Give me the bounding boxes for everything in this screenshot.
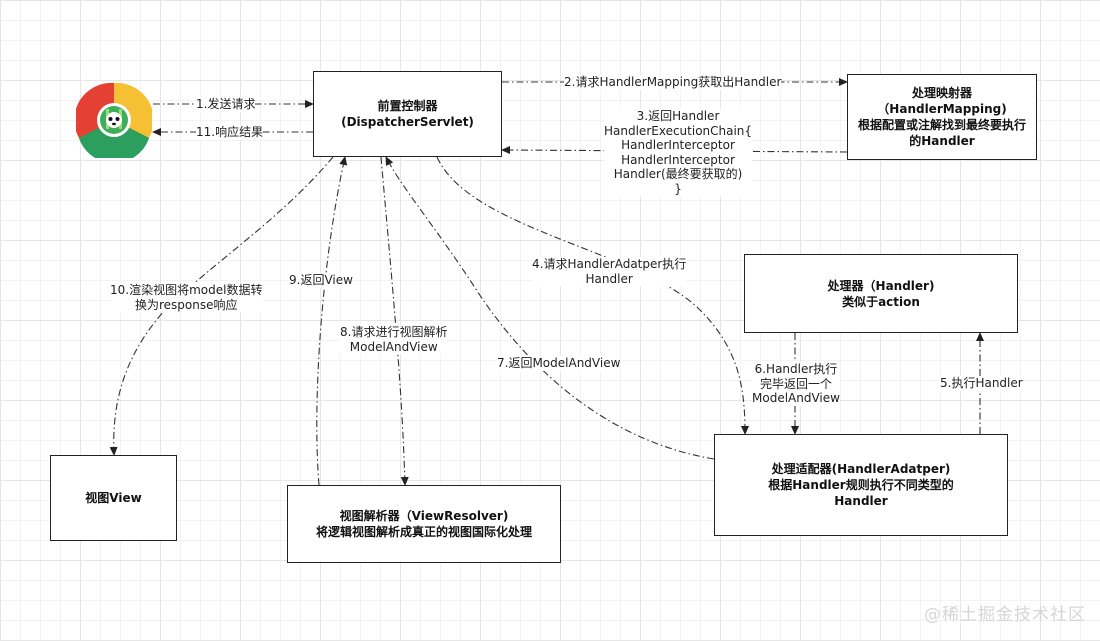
handler-mapping-line-4: 的Handler (909, 134, 975, 148)
edge-6-label: 6.Handler执行 完毕返回一个 ModelAndView (752, 362, 840, 406)
edge-4-line-1: 4.请求HandlerAdatper执行 (532, 257, 687, 271)
edge-3-line-5: Handler(最终要获取的) (613, 167, 743, 181)
view-box: 视图View (50, 455, 177, 541)
view-title: 视图View (85, 491, 142, 505)
edge-8-line-1: 8.请求进行视图解析 (340, 325, 448, 339)
handler-mapping-box: 处理映射器 （HandlerMapping) 根据配置或注解找到最终要执行 的H… (847, 74, 1037, 160)
edge-3-label: 3.返回Handler HandlerExecutionChain{ Handl… (604, 109, 753, 196)
edge-1-label: 1.发送请求 (196, 97, 256, 112)
handler-box: 处理器（Handler) 类似于action (744, 254, 1018, 333)
view-resolver-box: 视图解析器（ViewResolver) 将逻辑视图解析成真正的视图国际化处理 (287, 485, 561, 563)
edge-3-line-2: HandlerExecutionChain{ (604, 123, 753, 138)
edge-3-line-4: HandlerInterceptor (621, 152, 735, 167)
edge-11-label: 11.响应结果 (196, 125, 264, 140)
edge-8-line-2: ModelAndView (349, 339, 438, 354)
edge-8-label: 8.请求进行视图解析 ModelAndView (340, 325, 448, 354)
edge-8-request-view-resolve (380, 156, 409, 486)
edge-3-line-3: HandlerInterceptor (621, 138, 735, 152)
edge-4-request-adapter (436, 156, 749, 435)
handler-mapping-line-1: 处理映射器 (911, 86, 972, 100)
watermark: @稀土掘金技术社区 (924, 605, 1086, 625)
edge-4-label: 4.请求HandlerAdatper执行 Handler (532, 257, 687, 286)
edge-7-return-modelandview (385, 156, 715, 460)
view-resolver-line-1: 视图解析器（ViewResolver) (339, 509, 509, 523)
edge-6-line-2: 完毕返回一个 (759, 376, 832, 391)
dispatcher-title: 前置控制器 (377, 99, 438, 113)
edge-10-line-1: 10.渲染视图将model数据转 (110, 283, 263, 297)
handler-adapter-line-3: Handler (834, 494, 888, 508)
edge-10-label: 10.渲染视图将model数据转 换为response响应 (110, 283, 263, 312)
dispatcher-servlet-box: 前置控制器 (DispatcherServlet) (313, 71, 502, 157)
handler-line-2: 类似于action (842, 294, 920, 309)
chrome-browser-icon (74, 82, 154, 163)
edge-4-line-2: Handler (585, 271, 633, 286)
handler-adapter-line-2: 根据Handler规则执行不同类型的 (768, 478, 954, 492)
edge-6-line-1: 6.Handler执行 (754, 362, 838, 376)
edge-9-return-view (316, 156, 348, 486)
edge-2-label: 2.请求HandlerMapping获取出Handler (564, 75, 782, 90)
edge-3-line-1: 3.返回Handler (636, 109, 720, 123)
handler-mapping-line-2: （HandlerMapping) (877, 102, 1007, 116)
edge-9-label: 9.返回View (289, 273, 353, 288)
edge-10-line-2: 换为response响应 (134, 297, 238, 312)
edge-6-line-3: ModelAndView (752, 391, 840, 405)
edge-5-label: 5.执行Handler (940, 376, 1023, 391)
handler-mapping-line-3: 根据配置或注解找到最终要执行 (857, 118, 1026, 132)
handler-adapter-line-1: 处理适配器(HandlerAdatper) (771, 462, 951, 476)
handler-adapter-box: 处理适配器(HandlerAdatper) 根据Handler规则执行不同类型的… (714, 434, 1008, 536)
handler-line-1: 处理器（Handler) (827, 278, 935, 293)
view-resolver-line-2: 将逻辑视图解析成真正的视图国际化处理 (315, 525, 532, 539)
edge-3-line-6: } (674, 181, 682, 196)
dispatcher-subtitle: (DispatcherServlet) (341, 115, 474, 129)
edge-7-label: 7.返回ModelAndView (497, 356, 621, 371)
